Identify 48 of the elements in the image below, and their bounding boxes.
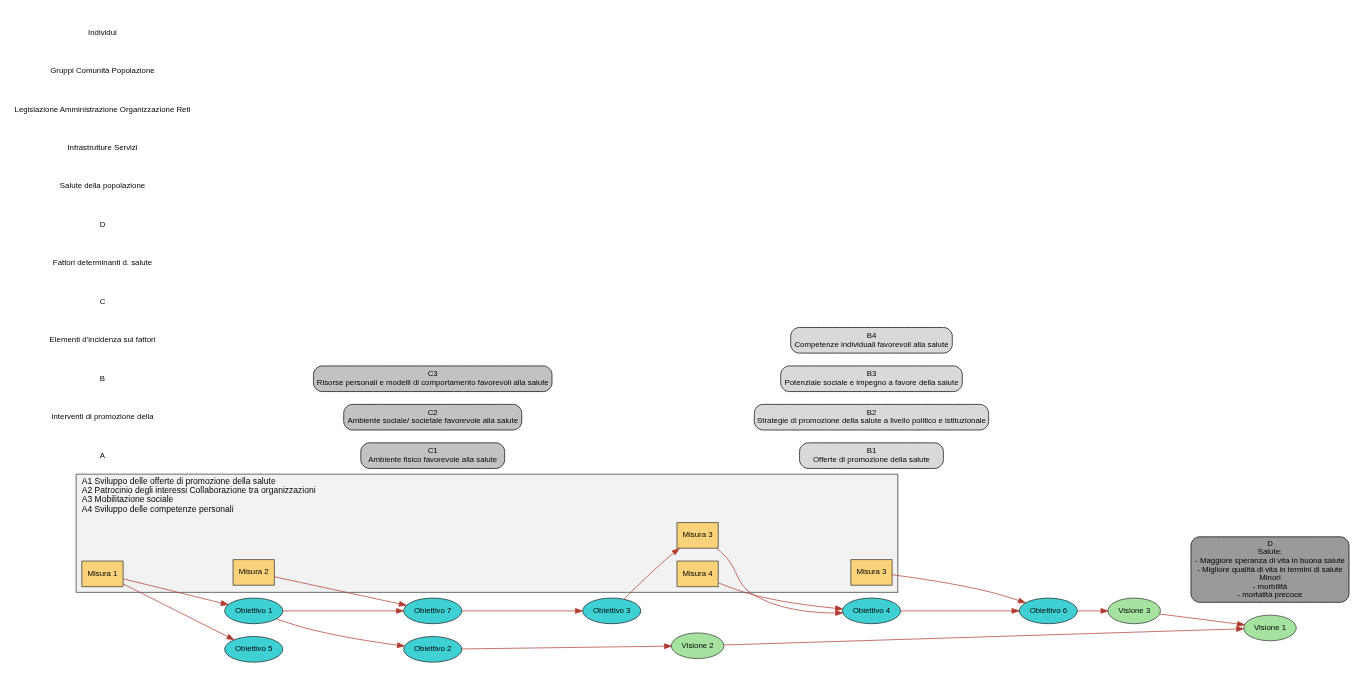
- node-box: Misura 3: [676, 522, 719, 549]
- arrow: [123, 583, 235, 641]
- arrow: [274, 576, 407, 607]
- arrow: [723, 626, 1245, 646]
- label: C: [99, 296, 106, 306]
- node-box: Misura 4: [676, 560, 719, 588]
- node-ellipse: Obiettivo 7: [403, 597, 463, 625]
- arrow: [900, 608, 1020, 614]
- label: Individui: [88, 27, 117, 37]
- label: Infrastrutture Servizi: [67, 143, 138, 153]
- node-box: Misura 3: [850, 559, 893, 586]
- node-ellipse: Visione 3: [1107, 597, 1161, 625]
- arrow: [123, 578, 229, 606]
- node-box: Misura 2: [232, 559, 275, 586]
- arrow: [891, 574, 1026, 604]
- node-box: D Salute: - Maggiore speranza di vita in buona salute - Migliore qualità di vita in termini di salute Minori - morbilità - mortalità precoce: [1190, 536, 1350, 603]
- arrow: [461, 643, 672, 650]
- node-ellipse: Obiettivo 2: [403, 636, 463, 663]
- label: B: [99, 373, 106, 383]
- node-ellipse: Obiettivo 3: [582, 597, 642, 625]
- label: Salute della popolazione: [59, 181, 146, 191]
- node-box: C1 Ambiente fisico favorevole alla salute: [360, 442, 505, 469]
- node-box: Misura 1: [81, 560, 124, 588]
- arrow: [1077, 608, 1109, 614]
- arrow: [716, 547, 844, 616]
- label: Interventi di promozione della: [51, 412, 154, 422]
- label: Gruppi Comunità Popolazione: [50, 66, 155, 76]
- node-box: B2 Strategie di promozione della salute a livello politico e istituzionale: [754, 404, 989, 431]
- node-ellipse: Visione 2: [671, 632, 725, 659]
- node-ellipse: Visione 1: [1243, 614, 1297, 642]
- node-ellipse: Obiettivo 1: [224, 597, 284, 625]
- label: Legislazione Amministrazione Organizzazione Reti: [14, 104, 191, 114]
- label: Fattori determinanti d. salute: [52, 258, 153, 268]
- arrow: [282, 608, 404, 614]
- arrow: [623, 548, 680, 600]
- label: Elementi d’incidenza sui fattori: [49, 335, 156, 345]
- node-box: B1 Offerte di promozione della salute: [799, 442, 944, 469]
- arrow: [276, 618, 405, 648]
- label: A: [99, 450, 106, 460]
- node-box: C3 Risorse personali e modelli di comportamento favorevoli alla salute: [313, 365, 553, 392]
- label: D: [99, 219, 106, 229]
- arrow: [718, 582, 843, 612]
- node-box: B3 Potenziale sociale e impegno a favore della salute: [780, 365, 963, 392]
- node-box: B4 Competenze individuali favorevoli alla salute: [790, 327, 953, 354]
- node-box: C2 Ambiente sociale/ societale favorevole alla salute: [343, 404, 523, 431]
- arrow: [1159, 613, 1245, 627]
- node-ellipse: Obiettivo 4: [842, 597, 901, 625]
- arrow: [461, 608, 583, 614]
